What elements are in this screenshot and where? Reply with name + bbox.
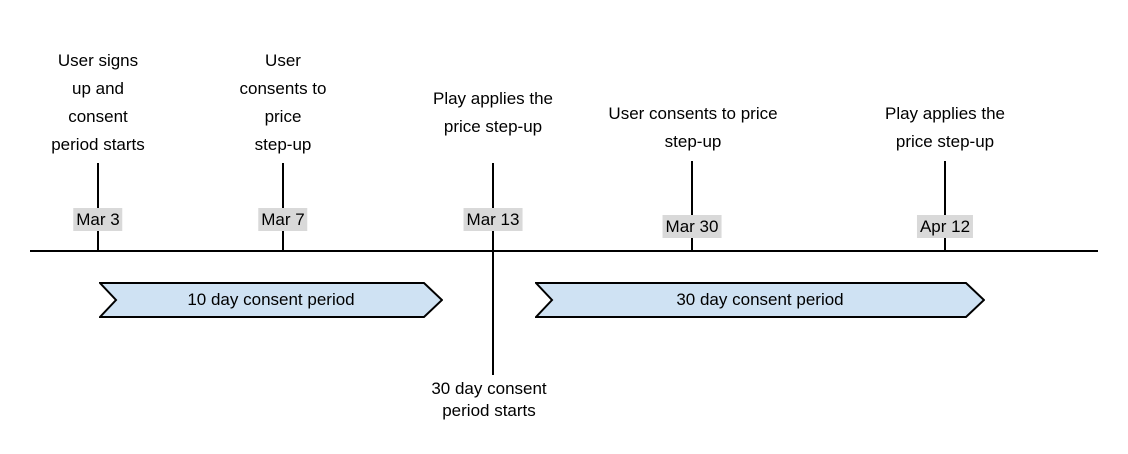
event-label-first-apply: Play applies the price step-up — [432, 89, 554, 136]
event-date-badge: Mar 7 — [258, 208, 308, 231]
consent-period-arrow-10day: 10 day consent period — [99, 282, 443, 318]
event-label-second-consent: User consents to price step-up — [608, 104, 778, 151]
chevron-banner-shape — [535, 282, 985, 318]
chevron-banner-shape — [99, 282, 443, 318]
period-label: 30 day consent period — [676, 290, 844, 309]
event-tick-line — [944, 161, 946, 250]
period-label: 10 day consent period — [187, 290, 355, 309]
consent-period-arrow-30day: 30 day consent period — [535, 282, 985, 318]
event-date-badge: Mar 3 — [73, 208, 123, 231]
timeline-axis — [30, 250, 1098, 252]
event-date-badge: Mar 30 — [662, 215, 722, 238]
event-label-first-consent: User consents to price step-up — [239, 51, 327, 154]
event-label-second-apply: Play applies the price step-up — [884, 104, 1006, 151]
event-tick-line — [691, 161, 693, 250]
event-tick-line — [282, 163, 284, 250]
event-date-badge: Mar 13 — [463, 208, 523, 231]
event-tick-line — [97, 163, 99, 250]
event-date-badge: Apr 12 — [916, 215, 974, 238]
period-start-note: 30 day consent period starts — [431, 379, 547, 420]
event-label-signup: User signs up and consent period starts — [51, 51, 145, 154]
event-tick-line-extended — [492, 163, 494, 375]
